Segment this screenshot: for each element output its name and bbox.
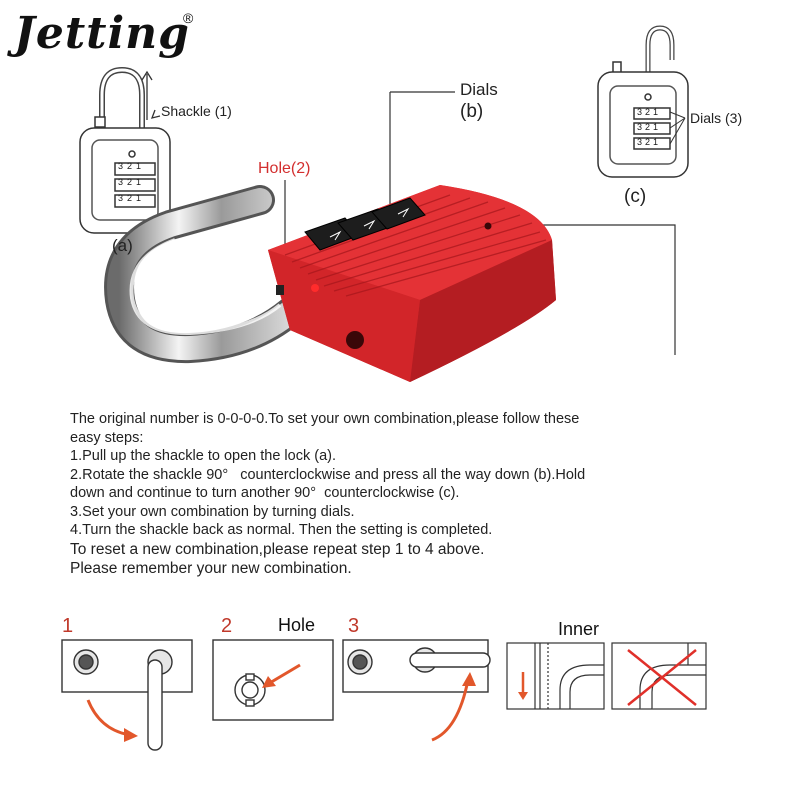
- step3-arrow: [431, 679, 470, 742]
- instruction-line: down and continue to turn another 90° co…: [70, 485, 460, 501]
- big-shackle: [104, 185, 305, 364]
- shackle-label: Shackle (1): [161, 103, 232, 119]
- brand-logo: Jetting: [14, 8, 190, 59]
- step3-number: 3: [348, 615, 360, 637]
- dial-digits-c1: 321: [637, 107, 662, 117]
- dials-letter: (b): [460, 101, 484, 122]
- dials: [304, 197, 426, 251]
- step2-number: 2: [221, 615, 233, 637]
- step1-arrow: [86, 699, 131, 737]
- instruction-line: To reset a new combination,please repeat…: [70, 540, 485, 558]
- dial-digits-c3: 321: [637, 137, 662, 147]
- small-lock-c: [597, 25, 689, 178]
- instruction-line: The original number is 0-0-0-0.To set yo…: [70, 411, 580, 427]
- dial-digits-a2: 321: [118, 177, 146, 187]
- instruction-line: 2.Rotate the shackle 90° counterclockwis…: [70, 466, 586, 483]
- instruction-line: Please remember your new combination.: [70, 559, 352, 577]
- instruction-line: 4.Turn the shackle back as normal. Then …: [70, 522, 493, 538]
- cross-icon: [627, 649, 697, 706]
- dial-digits-a1: 321: [118, 161, 146, 171]
- dials3-letter: (c): [624, 186, 647, 207]
- dials-label: Dials: [460, 80, 498, 99]
- shackle-letter: (a): [112, 236, 133, 255]
- step3-diagram: [342, 639, 491, 693]
- dial-digits-a3: 321: [118, 193, 146, 203]
- step1-diagram: [61, 639, 193, 751]
- inner-diagram-ok: [506, 642, 605, 710]
- dials-callout-line: [389, 91, 455, 210]
- instructions: The original number is 0-0-0-0.To set yo…: [70, 410, 770, 578]
- inner-label: Inner: [558, 619, 600, 639]
- hole-label: Hole(2): [258, 160, 311, 177]
- instruction-line: 1.Pull up the shackle to open the lock (…: [70, 448, 336, 464]
- instruction-line: easy steps:: [70, 429, 144, 446]
- registered-mark: ®: [183, 10, 194, 26]
- instruction-line: 3.Set your own combination by turning di…: [70, 503, 355, 520]
- dials3-label: Dials (3): [690, 110, 743, 126]
- side-callout-line: [488, 224, 676, 355]
- small-lock-a: [79, 66, 171, 234]
- step1-number: 1: [62, 615, 74, 637]
- step2-arrow: [267, 663, 301, 686]
- step2-hole-label: Hole: [278, 615, 316, 635]
- dial-digits-c2: 321: [637, 122, 662, 132]
